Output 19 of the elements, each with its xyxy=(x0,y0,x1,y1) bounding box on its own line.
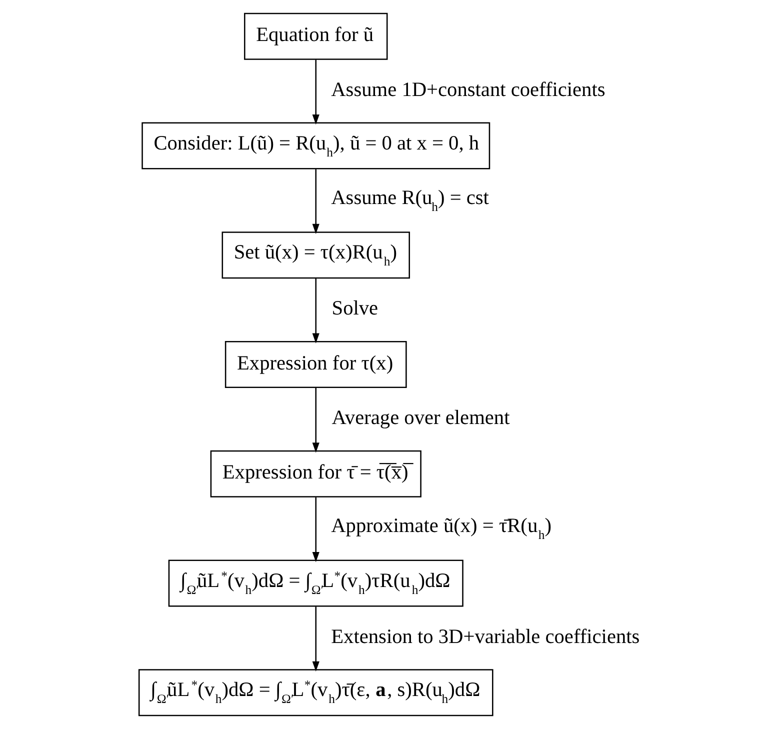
edge-label: Approximate ũ(x) = τ̄R(u$_{h}$) xyxy=(331,515,552,542)
arrow xyxy=(312,60,320,125)
node-box: ∫$_{Ω′}$ũL$^{*}$(v$_{h}$)dΩ = ∫$_{Ω′}$L$^{*}$(v$_{h}$)τ̄(ε, a, s)R(u$_{h}$)dΩ xyxy=(138,669,494,716)
arrow xyxy=(312,278,320,344)
arrow xyxy=(312,169,320,234)
edge-label: Assume R(u$_{h}$) = cst xyxy=(331,186,489,214)
edge-label: Average over element xyxy=(332,407,510,430)
edge-label: Solve xyxy=(332,298,378,320)
edge-label: Assume 1D+constant coefficients xyxy=(331,78,606,101)
node-box: Consider: L(ũ) = R(u$_{h}$), ũ = 0 at x = 0, h xyxy=(142,122,490,170)
arrow xyxy=(312,388,320,453)
node-box: Equation for ũ xyxy=(244,12,388,60)
edge-label: Extension to 3D+variable coefficients xyxy=(331,626,640,648)
node-box: ∫$_{Ω′}$ũL$^{*}$(v$_{h}$)dΩ = ∫$_{Ω′}$L$^{*}$(v$_{h}$)τR(u$_{h}$)dΩ xyxy=(168,560,464,607)
node-box: Expression for τ̄ = τ̅(̅x̅)̅ xyxy=(210,450,422,498)
arrow xyxy=(312,606,320,672)
arrow xyxy=(312,497,320,562)
node-box: Set ũ(x) = τ(x)R(u$_{h}$) xyxy=(222,232,410,279)
node-box: Expression for τ(x) xyxy=(224,340,407,388)
